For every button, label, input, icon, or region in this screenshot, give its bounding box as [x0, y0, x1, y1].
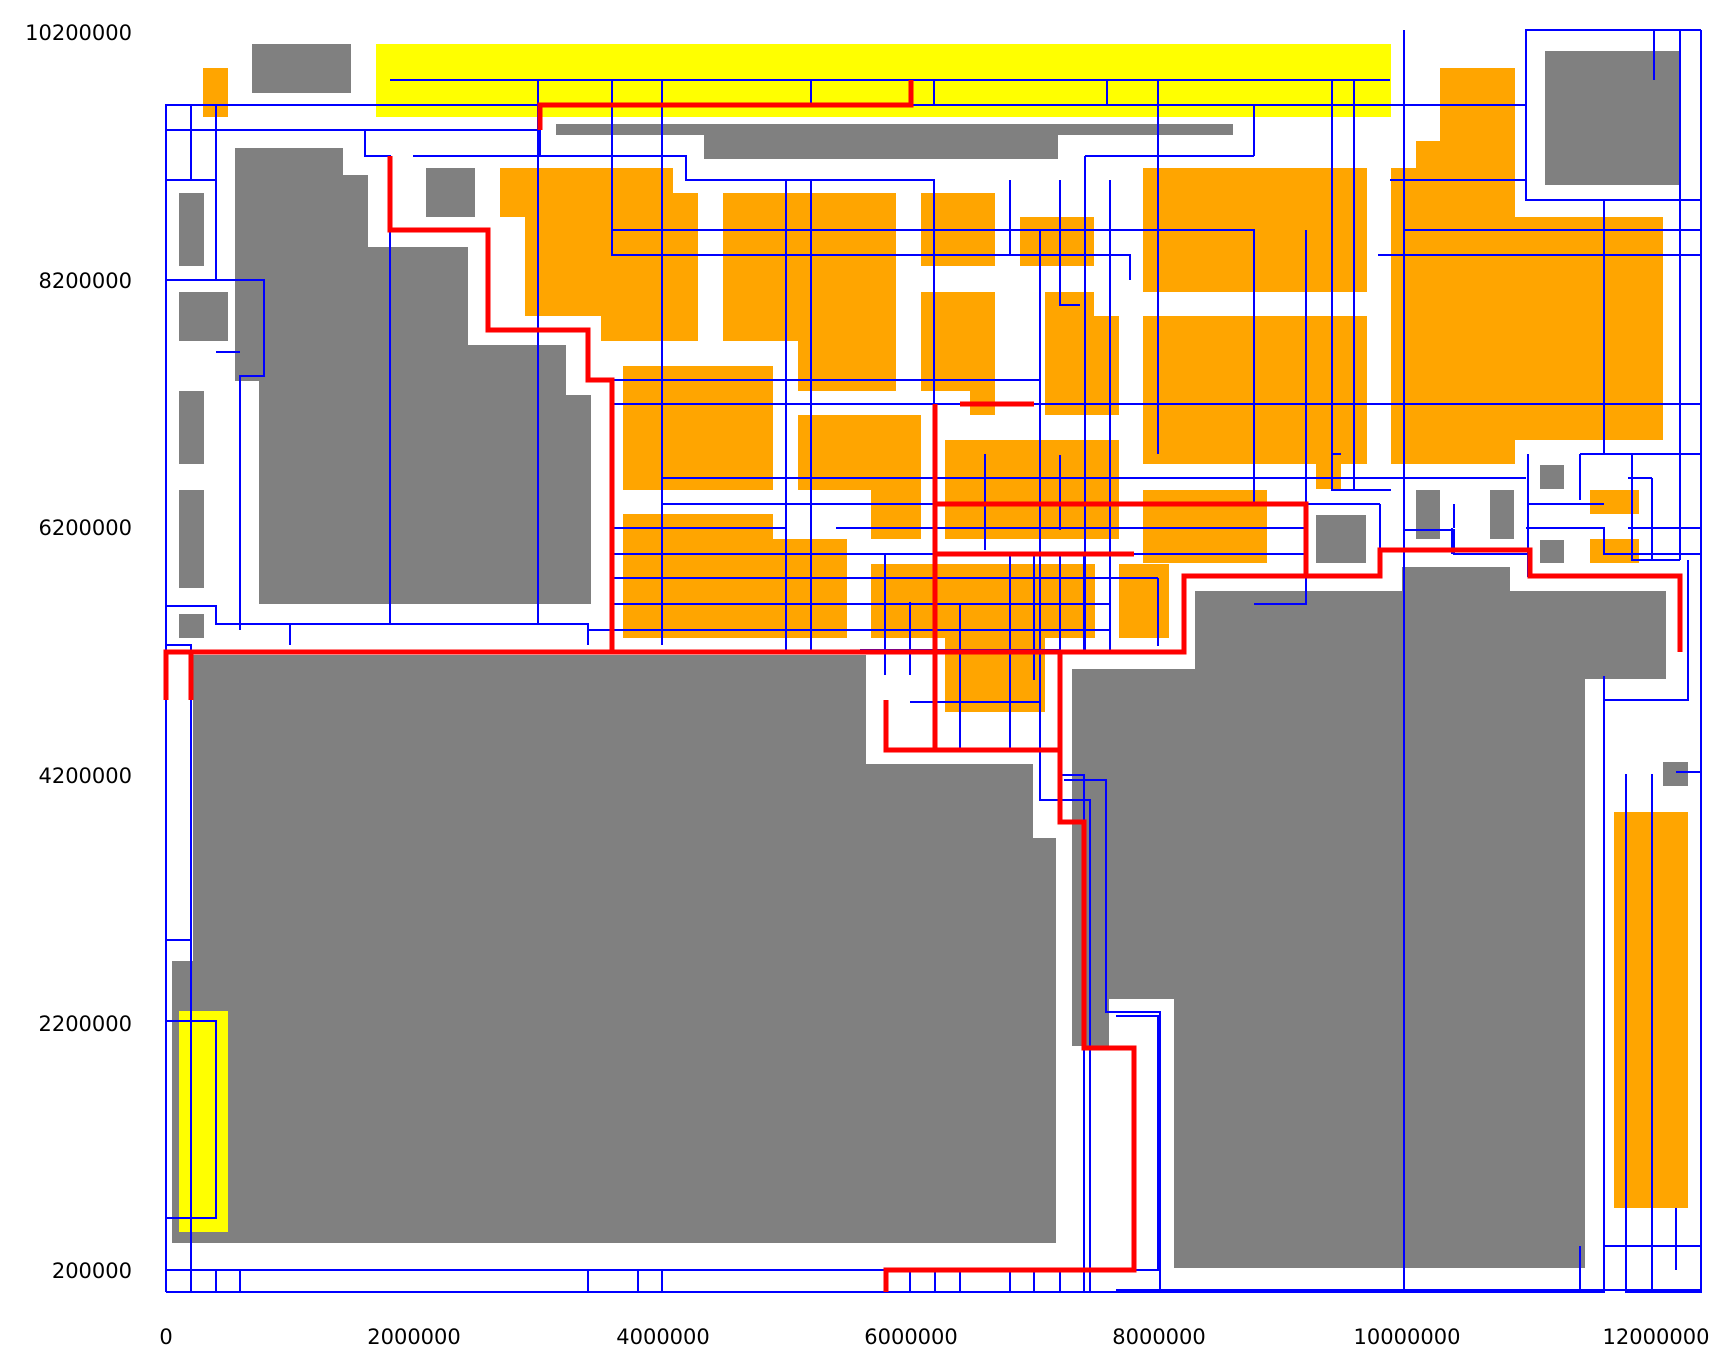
macro-small-top-1 — [252, 44, 351, 93]
net-blue — [1254, 578, 1307, 605]
macro-small-left-1 — [179, 193, 204, 266]
soft-block — [798, 341, 896, 391]
soft-block — [723, 193, 896, 341]
x-tick-label: 10000000 — [1354, 1325, 1461, 1349]
soft-block — [1045, 292, 1119, 415]
macro-block-large-right — [1058, 553, 1680, 1282]
net-red-critical — [537, 80, 914, 130]
macro-block-top-right — [1531, 37, 1693, 199]
soft-block — [1119, 564, 1169, 638]
net-red-critical — [883, 700, 1137, 1292]
x-tick-label: 6000000 — [864, 1325, 958, 1349]
macro-small-mid-2 — [1416, 490, 1440, 539]
net-red-critical — [612, 547, 1683, 655]
macro-small-mid-5 — [1540, 540, 1564, 563]
net-blue — [1625, 30, 1702, 1293]
macro-small-left-2 — [179, 292, 228, 341]
net-blue — [1525, 29, 1701, 201]
net-layer-blue — [165, 29, 1702, 1293]
net-blue — [537, 80, 589, 645]
macro-small-left-3 — [179, 391, 204, 464]
macro-small-top-2 — [426, 168, 475, 217]
net-blue — [1526, 527, 1701, 555]
soft-block — [1020, 217, 1094, 266]
soft-block — [1316, 464, 1341, 489]
net-red-critical — [935, 501, 1309, 576]
net-blue — [1059, 774, 1085, 1292]
y-axis: 10200000 8200000 6200000 4200000 2200000… — [25, 21, 132, 1283]
x-tick-label: 4000000 — [616, 1325, 710, 1349]
y-tick-label: 8200000 — [38, 269, 132, 293]
soft-block — [921, 292, 995, 391]
net-layer-red — [163, 80, 1683, 1292]
x-tick-label: 12000000 — [1603, 1325, 1710, 1349]
soft-block — [1590, 490, 1639, 514]
net-blue — [1064, 779, 1161, 1292]
net-blue — [1059, 180, 1080, 306]
net-blue — [612, 229, 1255, 454]
net-red-critical — [163, 156, 615, 700]
soft-block — [623, 514, 847, 638]
soft-block — [871, 564, 1095, 638]
x-tick-label: 2000000 — [367, 1325, 461, 1349]
macro-small-right — [1663, 762, 1688, 786]
y-tick-label: 4200000 — [38, 764, 132, 788]
macro-small-left-5 — [179, 614, 204, 638]
soft-block — [500, 168, 698, 341]
x-tick-label: 8000000 — [1112, 1325, 1206, 1349]
net-blue — [166, 605, 588, 625]
y-tick-label: 10200000 — [25, 21, 132, 45]
net-blue — [1404, 529, 1528, 555]
macro-block-top-bar — [542, 110, 1247, 173]
x-axis: 0 2000000 4000000 6000000 8000000 100000… — [159, 1325, 1709, 1349]
macro-layer — [158, 37, 1693, 1282]
io-block-bottom-left — [179, 1011, 228, 1232]
net-blue — [611, 80, 1131, 280]
net-blue — [215, 105, 265, 630]
y-tick-label: 2200000 — [38, 1012, 132, 1036]
x-tick-label: 0 — [159, 1325, 172, 1349]
soft-block — [945, 440, 1119, 539]
macro-small-mid-3 — [1490, 490, 1514, 539]
net-blue — [1331, 454, 1391, 491]
macro-block-upper-left — [221, 134, 605, 618]
y-tick-label: 200000 — [52, 1259, 132, 1283]
net-blue — [1631, 454, 1680, 561]
soft-block — [1143, 490, 1267, 563]
macro-small-left-4 — [179, 490, 204, 588]
macro-small-mid-4 — [1540, 465, 1564, 489]
soft-block — [623, 366, 773, 490]
soft-block — [1391, 68, 1663, 464]
y-tick-label: 6200000 — [38, 516, 132, 540]
soft-block — [1590, 539, 1639, 563]
net-blue — [364, 130, 391, 624]
macro-small-mid-1 — [1316, 515, 1366, 563]
